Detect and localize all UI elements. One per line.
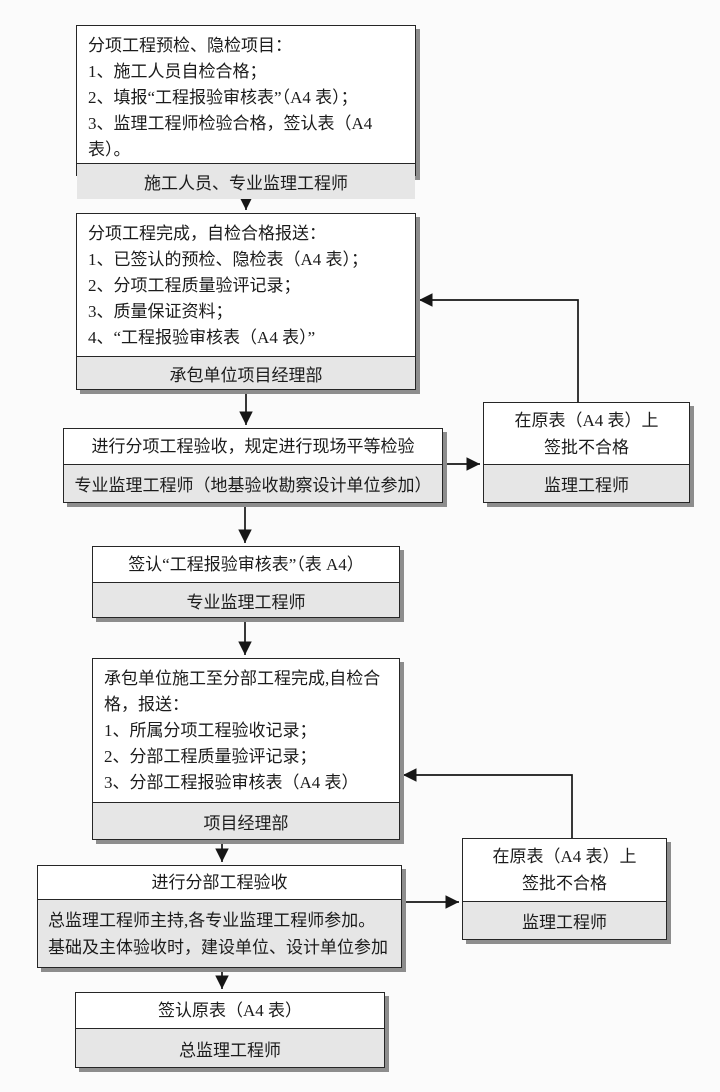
step-text-line: 1、已签认的预检、隐检表（A4 表）； [88, 250, 369, 269]
step-box-division-complete: 承包单位施工至分部工程完成,自检合格，报送： 1、所属分项工程验收记录； 2、分… [92, 658, 400, 840]
reject-text-line: 在原表（A4 表）上 [514, 410, 659, 430]
step-text-line: 分项工程完成，自检合格报送： [88, 224, 326, 243]
responsible-party-label: 总监理工程师主持,各专业监理工程师参加。基础及主体验收时，建设单位、设计单位参加 [38, 899, 401, 967]
step-body: 分项工程预检、隐检项目： 1、施工人员自检合格； 2、填报“工程报验审核表”（A… [77, 26, 415, 163]
reject-box-division: 在原表（A4 表）上 签批不合格 监理工程师 [462, 838, 667, 940]
arrow-reject2-back-to-step5 [403, 768, 573, 838]
step-text-line: 3、分部工程报验审核表（A4 表） [104, 773, 359, 792]
step-text-line: 2、分项工程质量验评记录； [88, 276, 301, 295]
responsible-party-label: 监理工程师 [463, 901, 666, 939]
step-box-pre-inspection: 分项工程预检、隐检项目： 1、施工人员自检合格； 2、填报“工程报验审核表”（A… [76, 25, 416, 199]
step-text-line: 3、质量保证资料； [88, 302, 233, 321]
responsible-party-label: 监理工程师 [484, 464, 689, 502]
step-body: 进行分项工程验收，规定进行现场平等检验 [64, 429, 442, 464]
responsible-party-label: 总监理工程师 [76, 1028, 384, 1067]
step-text-line: 4、“工程报验审核表（A4 表）” [88, 328, 316, 347]
step-box-sign-review-form: 签认“工程报验审核表”（表 A4） 专业监理工程师 [92, 546, 400, 618]
step-box-subitem-complete: 分项工程完成，自检合格报送： 1、已签认的预检、隐检表（A4 表）； 2、分项工… [76, 213, 416, 390]
step-text-line: 进行分部工程验收 [151, 873, 288, 892]
responsible-party-label: 施工人员、专业监理工程师 [77, 163, 415, 199]
step-body: 签认“工程报验审核表”（表 A4） [93, 547, 399, 582]
responsible-party-label: 项目经理部 [93, 802, 399, 839]
reject-text-line: 签批不合格 [544, 437, 629, 457]
step-text-line: 承包单位施工至分部工程完成,自检合格，报送： [104, 669, 381, 714]
step-text-line: 3、监理工程师检验合格，签认表（A4 表）。 [88, 114, 373, 159]
step-text-line: 分项工程预检、隐检项目： [88, 36, 292, 55]
step-box-division-acceptance: 进行分部工程验收 总监理工程师主持,各专业监理工程师参加。基础及主体验收时，建设… [37, 865, 402, 968]
responsible-party-label: 专业监理工程师（地基验收勘察设计单位参加） [64, 464, 442, 502]
step-body: 分项工程完成，自检合格报送： 1、已签认的预检、隐检表（A4 表）； 2、分项工… [77, 214, 415, 356]
step-text-line: 2、分部工程质量验评记录； [104, 747, 317, 766]
step-text-line: 2、填报“工程报验审核表”（A4 表）； [88, 88, 358, 107]
reject-text-line: 在原表（A4 表）上 [492, 847, 637, 866]
step-text-line: 进行分项工程验收，规定进行现场平等检验 [91, 437, 415, 456]
responsible-party-label: 承包单位项目经理部 [77, 356, 415, 389]
step-body: 进行分部工程验收 [38, 866, 401, 899]
step-text-line: 签认原表（A4 表） [157, 1001, 303, 1020]
step-text-line: 1、施工人员自检合格； [88, 62, 267, 81]
responsible-party-label: 专业监理工程师 [93, 582, 399, 617]
reject-box-subitem: 在原表（A4 表）上 签批不合格 监理工程师 [483, 402, 690, 503]
reject-text-line: 签批不合格 [522, 874, 607, 893]
step-text-line: 签认“工程报验审核表”（表 A4） [128, 555, 364, 574]
step-body: 承包单位施工至分部工程完成,自检合格，报送： 1、所属分项工程验收记录； 2、分… [93, 659, 399, 802]
step-box-subitem-acceptance: 进行分项工程验收，规定进行现场平等检验 专业监理工程师（地基验收勘察设计单位参加… [63, 428, 443, 503]
step-body: 签认原表（A4 表） [76, 993, 384, 1028]
step-box-sign-original-form: 签认原表（A4 表） 总监理工程师 [75, 992, 385, 1068]
arrow-reject1-back-to-step2 [419, 293, 579, 402]
reject-body: 在原表（A4 表）上 签批不合格 [484, 403, 689, 464]
step-text-line: 1、所属分项工程验收记录； [104, 721, 317, 740]
reject-body: 在原表（A4 表）上 签批不合格 [463, 839, 666, 901]
